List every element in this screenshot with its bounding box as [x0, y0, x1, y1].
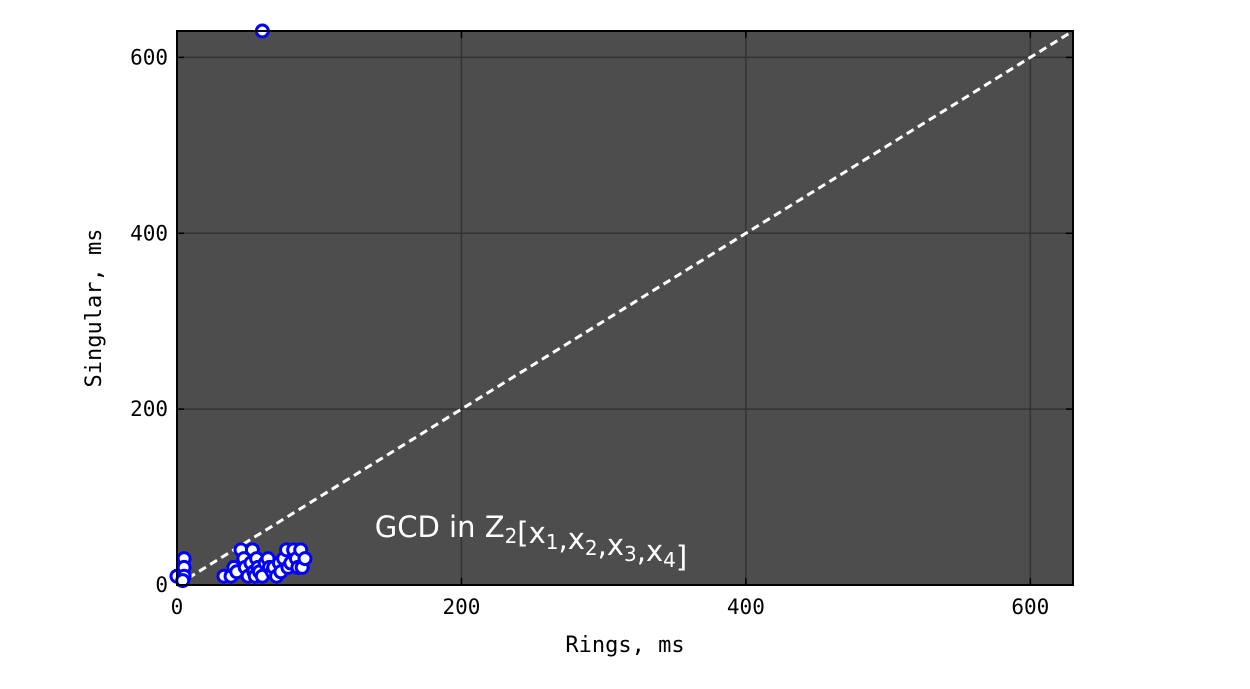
x-tick-labels: 0 200 400 600: [171, 595, 1050, 619]
data-point: [297, 551, 313, 567]
chart-annotation: GCD in Z2[x1,x2,x3,x4]: [375, 510, 687, 574]
x-axis-label: Rings, ms: [565, 633, 684, 658]
reference-line: [176, 29, 1074, 587]
y-tick-label: 200: [130, 397, 168, 421]
plot-frame: [176, 30, 1074, 586]
y-tick-label: 400: [130, 221, 168, 245]
x-tick-label: 200: [442, 595, 480, 619]
data-points: [169, 23, 313, 589]
y-axis-label: Singular, ms: [82, 229, 107, 388]
tick-marks: [176, 31, 1073, 586]
x-tick-label: 600: [1011, 595, 1049, 619]
y-tick-label: 600: [130, 45, 168, 69]
y-tick-label: 0: [155, 573, 168, 597]
x-tick-label: 0: [171, 595, 184, 619]
x-tick-label: 400: [727, 595, 765, 619]
y-tick-labels: 0 200 400 600: [130, 45, 168, 597]
